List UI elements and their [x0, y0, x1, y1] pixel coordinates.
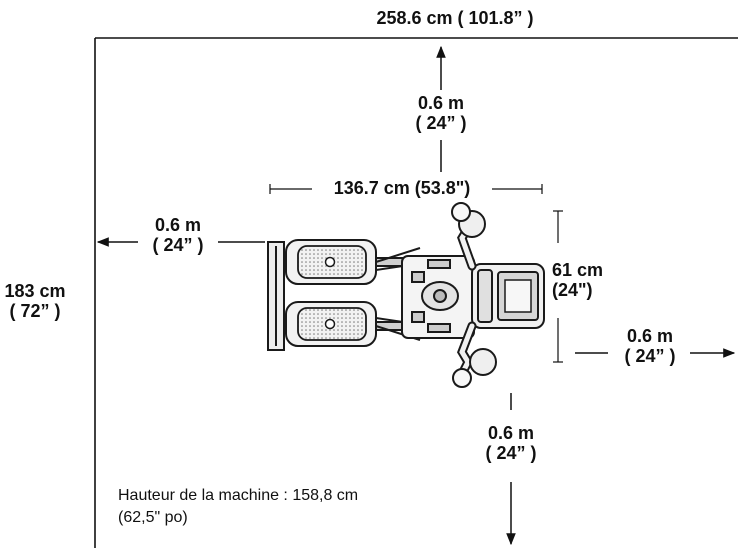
right-clearance-imperial: ( 24” ) [624, 346, 676, 366]
machine-length-label: 136.7 cm (53.8") [333, 178, 471, 198]
clearance-arrows [96, 45, 736, 546]
machine-dimension-lines [269, 184, 563, 363]
right-clearance-label: 0.6 m ( 24” ) [600, 326, 700, 366]
machine-width-label: 61 cm (24") [552, 260, 622, 300]
console [471, 263, 545, 329]
machine-width-imperial: (24") [552, 280, 593, 300]
lower-handlebar [452, 321, 497, 388]
bottom-clearance-imperial: ( 24” ) [485, 443, 537, 463]
room-boundary [94, 37, 738, 548]
room-width-label: 258.6 cm ( 101.8” ) [376, 8, 534, 28]
top-clearance-label: 0.6 m ( 24” ) [391, 93, 491, 133]
bottom-clearance-metric: 0.6 m [487, 423, 535, 443]
room-depth-label: 183 cm ( 72” ) [0, 281, 70, 321]
left-pedal [285, 239, 377, 285]
top-clearance-metric: 0.6 m [417, 93, 465, 113]
left-clearance-imperial: ( 24” ) [152, 235, 204, 255]
top-clearance-imperial: ( 24” ) [415, 113, 467, 133]
left-clearance-metric: 0.6 m [154, 215, 202, 235]
machine-height-note: Hauteur de la machine : 158,8 cm (62,5" … [118, 485, 458, 529]
right-pedal [285, 301, 377, 347]
machine-height-line1: Hauteur de la machine : 158,8 cm [118, 487, 359, 504]
upper-handlebar [451, 202, 486, 271]
elliptical-machine [267, 202, 545, 388]
machine-height-line2: (62,5" po) [118, 509, 188, 526]
room-depth-metric: 183 cm [4, 281, 66, 301]
right-clearance-metric: 0.6 m [626, 326, 674, 346]
left-clearance-label: 0.6 m ( 24” ) [128, 215, 228, 255]
room-depth-imperial: ( 72” ) [9, 301, 61, 321]
machine-width-metric: 61 cm [552, 260, 604, 280]
bottom-clearance-label: 0.6 m ( 24” ) [461, 423, 561, 463]
